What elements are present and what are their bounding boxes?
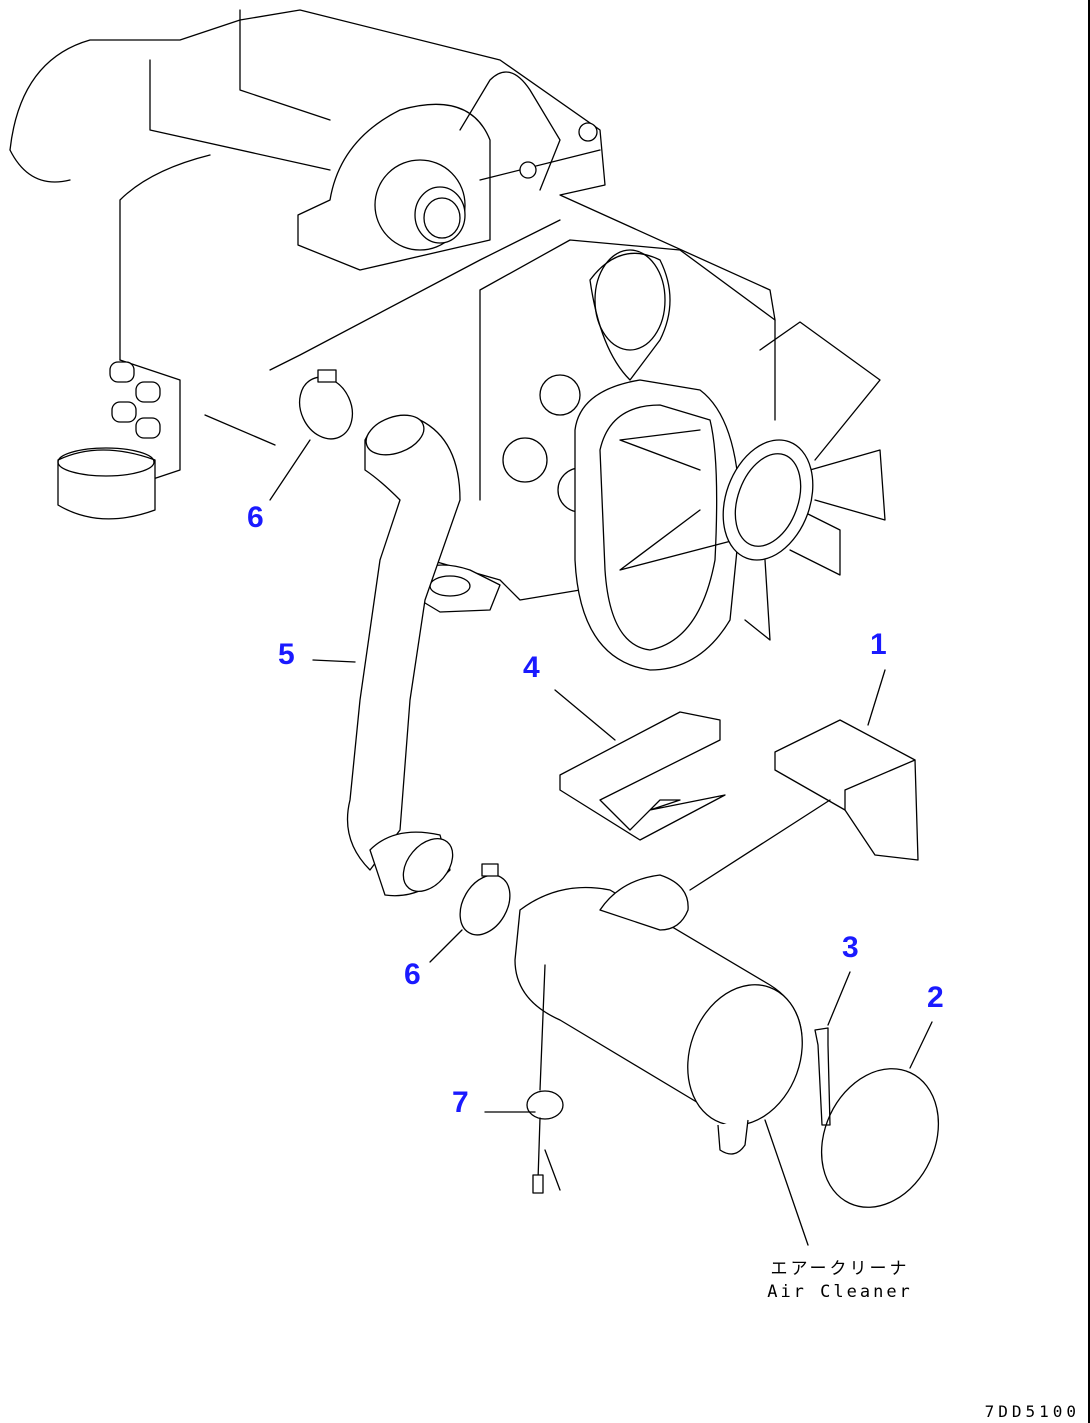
callout-1: 1 <box>870 628 887 661</box>
bolt-3 <box>814 1027 831 1126</box>
hose-clamp-upper <box>298 376 354 440</box>
air-cleaner-label-en: Air Cleaner <box>767 1282 913 1302</box>
mounting-band-2 <box>820 1068 940 1208</box>
dust-indicator <box>526 964 564 1194</box>
hose-clamp-lower <box>459 874 511 936</box>
callout-7: 7 <box>452 1086 469 1119</box>
air-cleaner-label-jp: エアークリーナ <box>770 1259 910 1279</box>
clamp-screw-upper <box>317 369 337 383</box>
callout-4: 4 <box>523 651 540 684</box>
callout-6-lower: 6 <box>404 958 421 991</box>
callout-6-upper: 6 <box>247 501 264 534</box>
air-cleaner <box>514 874 803 1155</box>
leader-lines <box>269 439 933 1246</box>
drawing-code: 7DD5100 <box>984 1402 1080 1421</box>
callout-2: 2 <box>927 981 944 1014</box>
intake-hose <box>346 414 461 897</box>
callout-5: 5 <box>278 638 295 671</box>
engine-block <box>9 9 886 671</box>
bracket-4 <box>559 711 726 841</box>
callout-3: 3 <box>842 931 859 964</box>
fan <box>619 321 886 641</box>
clamp-screw-lower <box>481 863 499 877</box>
